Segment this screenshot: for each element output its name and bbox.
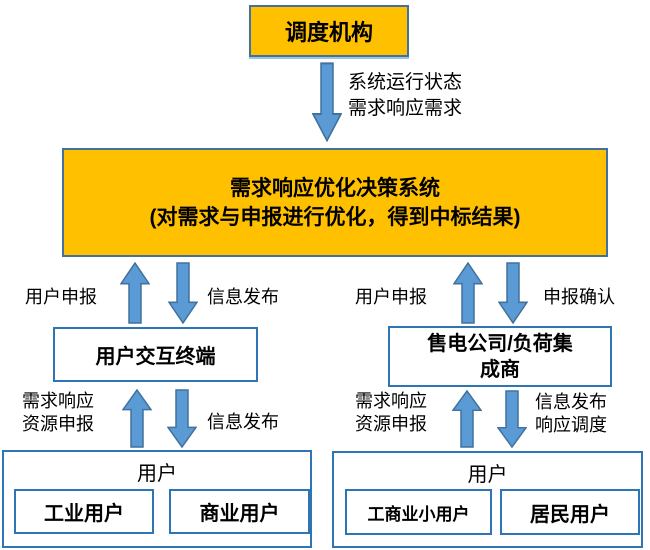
arrow-up-icon	[453, 262, 483, 324]
arrow-down-icon	[498, 262, 528, 324]
decision-system-subtitle: (对需求与申报进行优化，得到中标结果)	[149, 205, 521, 229]
edge-label-system-status: 系统运行状态需求响应需求	[348, 70, 462, 122]
terminal-label: 用户交互终端	[95, 346, 216, 368]
user-interaction-terminal-node: 用户交互终端	[53, 327, 258, 382]
arrow-down-icon	[168, 262, 198, 324]
arrow-up-icon	[120, 262, 150, 324]
users-group-right-node: 用户 工商业小用户 居民用户	[332, 451, 643, 548]
edge-label-info-release-left: 信息发布	[207, 287, 279, 307]
edge-label-info-release-left2: 信息发布	[207, 412, 279, 432]
edge-r2-up-line1: 需求响应	[355, 391, 427, 411]
edge-label-resource-declaration-right: 需求响应资源申报	[355, 390, 427, 436]
arrow-up-icon	[122, 389, 152, 448]
commercial-users-node: 商业用户	[169, 489, 310, 534]
industrial-users-label: 工业用户	[44, 503, 124, 525]
decision-system-title: 需求响应优化决策系统	[230, 176, 440, 200]
arrow-down-icon	[312, 62, 342, 142]
arrow-down-icon	[167, 389, 197, 448]
industrial-users-node: 工业用户	[14, 489, 154, 534]
edge-r2-down-line1: 信息发布	[535, 392, 607, 412]
edge-r2-down-line2: 响应调度	[535, 415, 607, 435]
dispatch-agency-node: 调度机构	[249, 5, 409, 57]
edge-l2-up-line1: 需求响应	[22, 391, 94, 411]
small-industrial-commercial-users-node: 工商业小用户	[345, 489, 492, 535]
arrow-up-icon	[452, 390, 482, 448]
commercial-users-label: 商业用户	[199, 503, 280, 525]
aggregator-line1: 售电公司/负荷集	[427, 332, 573, 355]
edge-label-user-declaration-right: 用户申报	[355, 287, 427, 307]
users-left-title: 用户	[137, 463, 177, 485]
edge-r2-up-line2: 资源申报	[355, 414, 427, 434]
small-industrial-commercial-users-label: 工商业小用户	[367, 504, 470, 524]
users-group-left-node: 用户 工业用户 商业用户	[2, 450, 312, 548]
retailer-aggregator-node: 售电公司/负荷集 成商	[388, 326, 612, 387]
edge-top-line2: 需求响应需求	[348, 98, 463, 119]
edge-label-info-release-dispatch: 信息发布响应调度	[535, 391, 607, 437]
edge-label-declaration-confirm: 申报确认	[543, 287, 615, 307]
dispatch-agency-label: 调度机构	[284, 20, 373, 45]
users-right-title: 用户	[467, 464, 508, 486]
edge-label-user-declaration-left: 用户申报	[25, 287, 97, 307]
residential-users-label: 居民用户	[530, 503, 610, 526]
residential-users-node: 居民用户	[500, 489, 640, 535]
edge-top-line1: 系统运行状态	[348, 72, 463, 93]
arrow-down-icon	[497, 390, 527, 448]
edge-label-resource-declaration-left: 需求响应资源申报	[22, 390, 94, 436]
aggregator-line2: 成商	[480, 358, 520, 381]
decision-system-node: 需求响应优化决策系统 (对需求与申报进行优化，得到中标结果)	[62, 148, 608, 257]
edge-l2-up-line2: 资源申报	[22, 414, 94, 434]
